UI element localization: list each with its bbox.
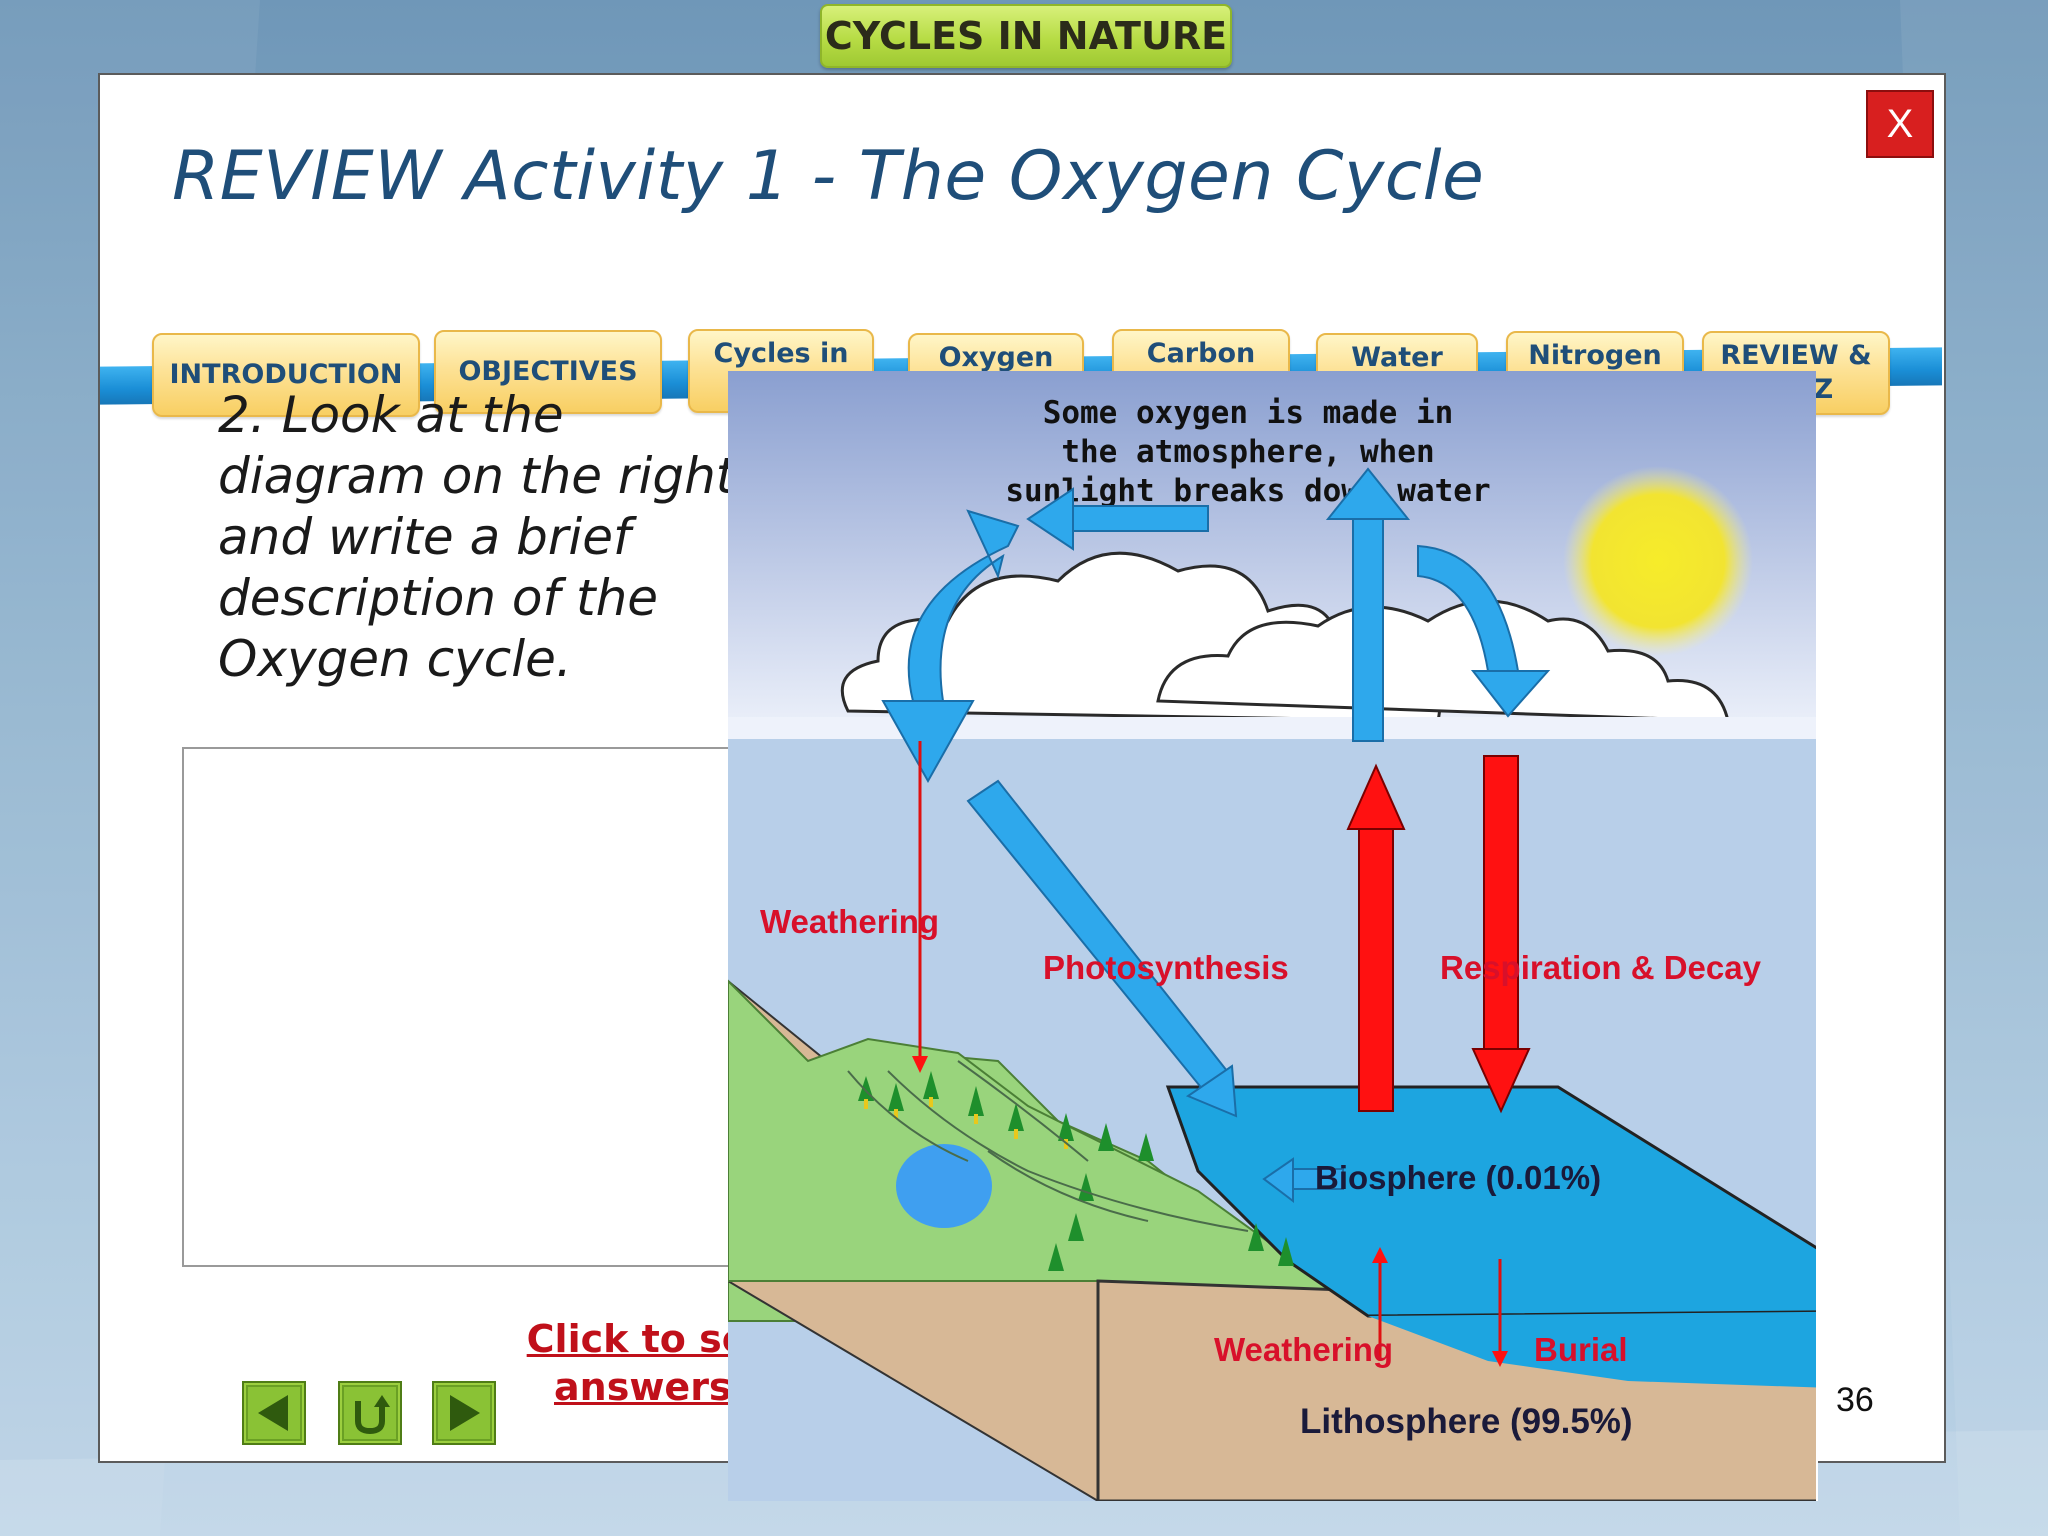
diagram-caption-line-3: sunlight breaks down water — [1005, 473, 1490, 509]
ocean-front-face — [1368, 1311, 1818, 1388]
slide-panel: X REVIEW Activity 1 - The Oxygen Cycle I… — [98, 73, 1946, 1501]
oxygen-cycle-diagram: Some oxygen is made in the atmosphere, w… — [728, 371, 1818, 1501]
label-respiration-decay: Respiration & Decay — [1440, 949, 1762, 986]
forward-button[interactable] — [432, 1381, 496, 1445]
instruction-text: 2. Look at the diagram on the right and … — [218, 386, 736, 688]
label-weathering-bottom: Weathering — [1214, 1331, 1393, 1368]
diagram-caption-line-2: the atmosphere, when — [1061, 434, 1434, 470]
label-lithosphere: Lithosphere (99.5%) — [1300, 1402, 1633, 1441]
left-triangle-icon — [258, 1395, 288, 1431]
diagram-caption-line-1: Some oxygen is made in — [1043, 395, 1454, 431]
see-answers-line2: answers. — [554, 1365, 746, 1409]
blue-cycle-arrows — [881, 467, 1551, 1204]
section-badge: CYCLES IN NATURE — [820, 4, 1232, 68]
land-top-green — [728, 979, 1372, 1318]
cloud-icon — [840, 551, 1730, 723]
slide-title: REVIEW Activity 1 - The Oxygen Cycle — [172, 137, 1485, 216]
rivers — [847, 1060, 1249, 1232]
close-button[interactable]: X — [1866, 90, 1934, 158]
answer-box[interactable] — [182, 747, 730, 1267]
label-photosynthesis: Photosynthesis — [1043, 949, 1289, 986]
lake — [896, 1144, 992, 1228]
back-button[interactable] — [242, 1381, 306, 1445]
return-button[interactable] — [338, 1381, 402, 1445]
label-burial: Burial — [1534, 1331, 1628, 1368]
tab-introduction[interactable]: INTRODUCTION — [152, 333, 420, 417]
right-triangle-icon — [450, 1395, 480, 1431]
tab-objectives[interactable]: OBJECTIVES — [434, 330, 662, 414]
red-cycle-arrows — [912, 741, 1531, 1367]
label-weathering-top: Weathering — [760, 903, 939, 940]
label-biosphere: Biosphere (0.01%) — [1315, 1159, 1601, 1196]
page-number: 36 — [1836, 1381, 1874, 1419]
nav-ribbon: INTRODUCTION OBJECTIVES Cycles in Nature… — [100, 275, 1942, 417]
sun-icon — [1563, 466, 1753, 656]
u-turn-icon — [355, 1395, 390, 1435]
